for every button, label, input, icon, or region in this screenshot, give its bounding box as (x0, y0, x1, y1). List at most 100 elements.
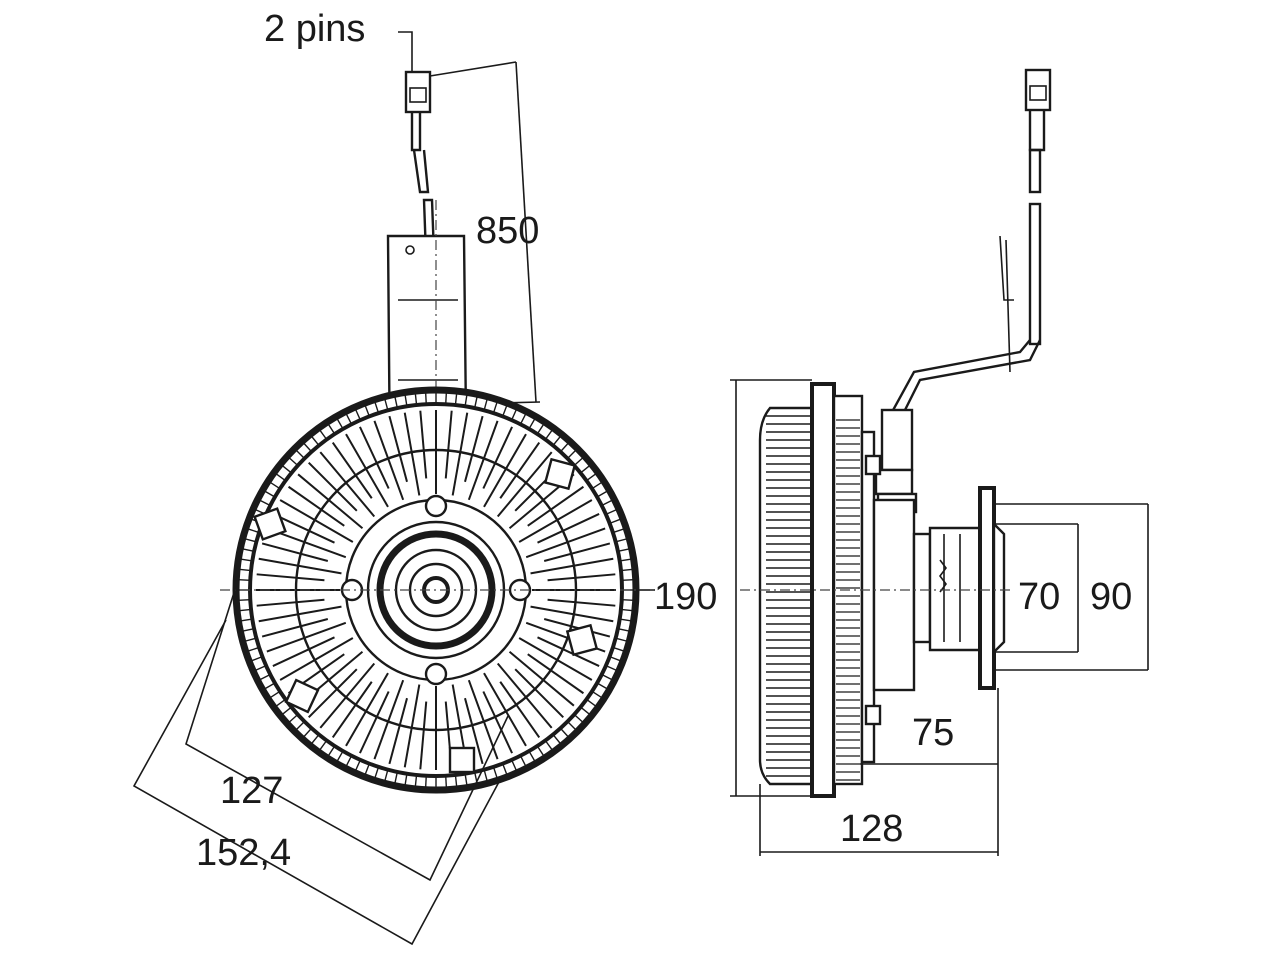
rim-tooth (394, 396, 399, 409)
dim-70-90-lines (994, 503, 1149, 671)
cooling-fin (496, 662, 553, 729)
rim-tooth (596, 490, 608, 498)
rim-tooth (492, 766, 498, 779)
rim-tooth (619, 558, 632, 562)
cooling-fin (287, 485, 345, 527)
rim-tooth (302, 442, 313, 453)
rim-tooth (502, 404, 508, 417)
rim-tooth (620, 608, 633, 612)
rim-tooth (445, 392, 448, 405)
rim-tooth (384, 398, 389, 411)
rim-tooth (354, 408, 361, 421)
side-bracket (874, 235, 1042, 514)
cooling-fin (444, 410, 453, 479)
rim-tooth (364, 763, 370, 776)
cooling-fin (319, 451, 376, 518)
cooling-fin (256, 598, 325, 607)
rim-tooth (414, 393, 418, 406)
rim-tooth (567, 721, 577, 731)
cooling-fin (419, 701, 428, 770)
cooling-fin (388, 697, 408, 765)
rim-tooth (615, 538, 628, 543)
rim-tooth (559, 727, 570, 738)
cooling-fin (308, 462, 358, 512)
cooling-fin (518, 499, 593, 543)
rim-tooth (259, 673, 271, 681)
rim-tooth (281, 464, 292, 474)
cooling-fin (464, 415, 484, 483)
rim-tooth (615, 637, 628, 642)
rim-tooth (254, 665, 267, 672)
cooling-fin (388, 415, 408, 483)
cooling-fin (261, 618, 329, 638)
rim-tooth (580, 706, 591, 716)
rim-tooth (609, 518, 622, 524)
rim-tooth (492, 401, 498, 414)
dim-75-128-lines (759, 688, 999, 856)
rim-tooth (374, 401, 380, 414)
rim-tooth (573, 713, 584, 724)
cooling-fin (537, 636, 600, 667)
rim-tooth (528, 750, 536, 762)
rim-tooth (288, 713, 299, 724)
rim-tooth (464, 394, 468, 407)
cooling-fin (345, 433, 389, 508)
rim-tooth (528, 418, 536, 430)
rim-tooth (239, 608, 252, 612)
cooling-fin (482, 426, 513, 489)
rim-tooth (374, 766, 380, 779)
rim-tooth (345, 413, 353, 425)
rim-tooth (464, 773, 468, 786)
cooling-fin (403, 412, 421, 496)
dim-850-line (515, 61, 537, 403)
rim-tooth (302, 727, 313, 738)
cooling-fin (543, 542, 611, 562)
cooling-fin (258, 557, 342, 575)
cooling-fin (272, 513, 335, 544)
cooling-fin (451, 412, 469, 496)
cooling-fin (403, 684, 421, 768)
cooling-fin (272, 636, 335, 667)
rim-tooth (511, 759, 518, 772)
rim-tooth (617, 627, 630, 632)
label-75: 75 (912, 712, 955, 754)
cooling-fin (518, 637, 593, 681)
label-190: 190 (654, 576, 718, 618)
cooling-fin (499, 441, 541, 499)
rim-tooth (601, 673, 613, 681)
label-127: 127 (220, 770, 284, 812)
cooling-fin (258, 605, 342, 623)
cooling-fin (496, 451, 553, 518)
rim-tooth (244, 538, 257, 543)
rim-tooth (586, 698, 597, 707)
cooling-fin (319, 662, 376, 729)
rim-tooth (310, 734, 320, 745)
rim-tooth (384, 769, 389, 782)
cooling-fin (537, 513, 600, 544)
rim-tooth (596, 682, 608, 690)
rim-tooth (281, 706, 292, 716)
rim-tooth (247, 528, 260, 534)
rim-tooth (586, 473, 597, 482)
label-90: 90 (1090, 576, 1133, 618)
rim-tooth (605, 508, 618, 515)
cooling-fin (256, 573, 325, 582)
cooling-fin (467, 679, 499, 760)
side-hub (912, 486, 1006, 690)
rim-tooth (238, 578, 251, 581)
rim-tooth (424, 392, 427, 405)
rim-tooth (259, 499, 271, 507)
rim-tooth (319, 429, 328, 440)
rim-tooth (473, 396, 478, 409)
side-view (730, 68, 1149, 856)
cooling-fin (359, 691, 390, 754)
rim-tooth (567, 449, 577, 459)
label-70: 70 (1018, 576, 1061, 618)
rim-tooth (319, 740, 328, 751)
cooling-fin (359, 426, 390, 489)
cooling-fin (331, 681, 373, 739)
rim-tooth (573, 456, 584, 467)
cooling-fin (345, 672, 389, 747)
rim-tooth (238, 599, 251, 602)
